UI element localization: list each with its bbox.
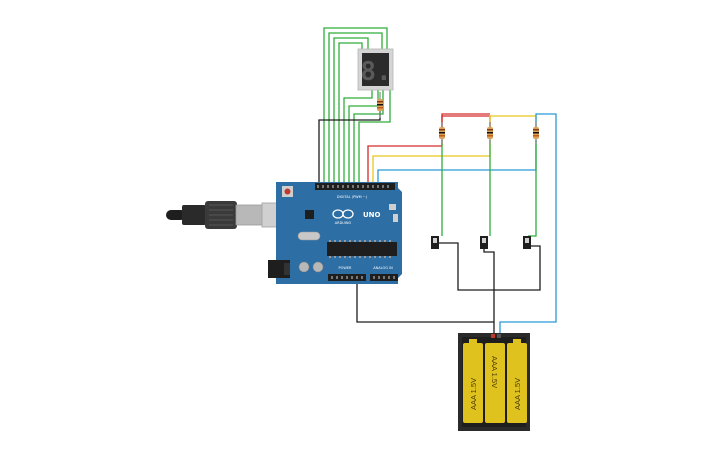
seven-segment-display[interactable]: 8.: [357, 48, 394, 91]
analog-label: ANALOG IN: [373, 266, 393, 270]
wire-seg-f[interactable]: [348, 90, 379, 184]
capacitor-1: [298, 261, 310, 273]
arduino-board[interactable]: DIGITAL (PWM ~) ARDUINO UNO: [268, 182, 402, 284]
cell-2-label: AAA 1.5V: [490, 356, 499, 388]
wire-seg-c[interactable]: [333, 37, 369, 184]
wire-seg-e[interactable]: [343, 90, 373, 184]
capacitor-2: [312, 261, 324, 273]
slide-switch-2[interactable]: [480, 236, 488, 249]
brand-label: ARDUINO: [335, 221, 352, 225]
wire-seg-a[interactable]: [323, 27, 388, 184]
digital-header[interactable]: [315, 183, 395, 190]
display-digit: 8.: [360, 57, 391, 87]
segment-wires: [323, 27, 391, 184]
wire-red-top[interactable]: [441, 113, 490, 134]
crystal: [297, 231, 321, 241]
battery-cell-1: AAA 1.5V: [463, 339, 483, 423]
slide-switch-3[interactable]: [523, 236, 531, 249]
model-label: UNO: [363, 211, 381, 219]
digital-label: DIGITAL (PWM ~): [337, 195, 368, 199]
wire-gnd-sw3[interactable]: [494, 245, 541, 291]
cell-3-label: AAA 1.5V: [513, 378, 522, 410]
wire-sw3-green[interactable]: [528, 140, 537, 237]
arduino-logo: [332, 209, 354, 219]
wire-blue[interactable]: [377, 113, 557, 338]
usb-cable[interactable]: [166, 201, 283, 229]
wire-red[interactable]: [367, 115, 491, 184]
wire-seg-b[interactable]: [328, 32, 383, 184]
display-resistor[interactable]: [377, 92, 383, 118]
battery-terminal-pos[interactable]: [497, 334, 501, 338]
slide-switch-1[interactable]: [431, 236, 439, 249]
wire-gnd-sw2[interactable]: [483, 246, 495, 290]
ground-wires: [356, 242, 541, 338]
wire-gnd-sw1[interactable]: [436, 242, 495, 338]
wire-yellow[interactable]: [372, 115, 537, 184]
microcontroller-chip: [327, 242, 397, 256]
battery-terminal-neg[interactable]: [491, 334, 495, 338]
wire-seg-d[interactable]: [338, 42, 363, 184]
battery-pack[interactable]: AAA 1.5V AAA 1.5V AAA 1.5V: [458, 333, 530, 431]
wire-gnd-board[interactable]: [356, 280, 494, 323]
battery-cell-2: AAA 1.5V: [485, 343, 505, 423]
power-label: POWER: [339, 266, 353, 270]
cell-1-label: AAA 1.5V: [469, 378, 478, 410]
resistor-2[interactable]: [487, 122, 493, 144]
battery-cell-3: AAA 1.5V: [507, 339, 527, 423]
resistor-3[interactable]: [533, 122, 539, 144]
wire-seg-dp[interactable]: [358, 90, 391, 184]
resistor-1[interactable]: [439, 122, 445, 144]
